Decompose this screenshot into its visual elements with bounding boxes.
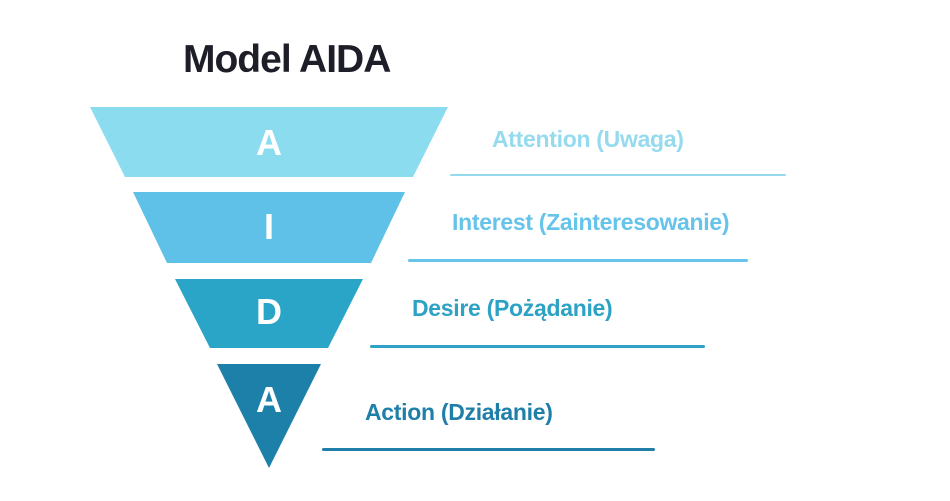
label-desire: Desire (Pożądanie)	[412, 295, 613, 321]
underline-desire	[370, 345, 705, 348]
page-title: Model AIDA	[183, 38, 391, 81]
funnel-segment-desire	[175, 279, 363, 348]
funnel-letter-attention: A	[256, 122, 282, 163]
funnel-letter-action: A	[256, 379, 282, 420]
underline-interest	[408, 259, 748, 262]
label-interest: Interest (Zainteresowanie)	[452, 209, 730, 235]
label-action: Action (Działanie)	[365, 399, 553, 425]
funnel-segment-action	[217, 364, 321, 468]
funnel-letter-desire: D	[256, 291, 282, 332]
funnel-segment-interest	[133, 192, 405, 263]
label-attention: Attention (Uwaga)	[492, 126, 684, 152]
funnel-segment-attention	[90, 107, 448, 177]
underline-action	[322, 448, 655, 451]
funnel-letter-interest: I	[264, 206, 274, 247]
underline-attention	[450, 174, 786, 176]
